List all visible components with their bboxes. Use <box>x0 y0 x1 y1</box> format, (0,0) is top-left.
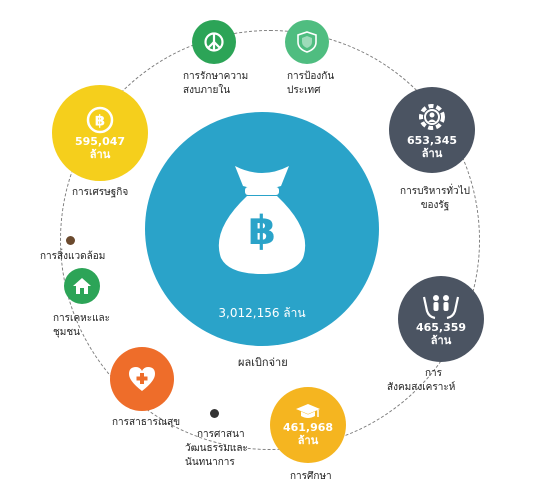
heart-cross-icon <box>129 367 155 391</box>
center-circle: ฿ 3,012,156 ล้าน <box>145 112 379 346</box>
internal-security-circle <box>192 20 236 64</box>
coin-icon: ฿ <box>86 106 114 134</box>
housing-circle <box>64 268 100 304</box>
economic-circle: ฿ 595,047 ล้าน <box>52 85 148 181</box>
defense-circle <box>285 20 329 64</box>
center-caption: ผลเบิกจ่าย <box>238 356 288 369</box>
peace-icon <box>204 32 224 52</box>
graduation-cap-icon <box>296 404 320 418</box>
economic-label: การเศรษฐกิจ <box>72 187 129 198</box>
money-bag-icon <box>218 166 306 274</box>
svg-text:฿: ฿ <box>95 112 105 130</box>
family-hands-icon <box>422 295 460 320</box>
environment-dot <box>66 236 75 245</box>
baht-symbol: ฿ <box>248 208 276 254</box>
housing-label: การเคหะและ ชุมชน <box>53 313 111 338</box>
center-amount: 3,012,156 ล้าน <box>218 306 306 320</box>
religion-culture-dot <box>210 409 219 418</box>
religion-culture-label: การศาสนา วัฒนธรรมและ นันทนาการ <box>185 429 248 468</box>
social-protection-label: การ สังคมสงเคราะห์ <box>387 368 456 393</box>
gear-people-icon <box>419 104 445 130</box>
house-icon <box>73 278 91 294</box>
education-circle: 461,968 ล้าน <box>270 387 346 463</box>
shield-icon <box>297 31 317 53</box>
public-health-label: การสาธารณสุข <box>112 417 181 428</box>
internal-security-label: การรักษาความ สงบภายใน <box>183 71 249 96</box>
general-admin-circle: 653,345 ล้าน <box>389 87 475 173</box>
education-label: การศึกษา <box>290 471 332 482</box>
dashed-ring <box>60 30 480 450</box>
public-health-circle <box>110 347 174 411</box>
defense-label: การป้องกัน ประเทศ <box>287 71 335 96</box>
social-protection-circle: 465,359 ล้าน <box>398 276 484 362</box>
environment-label: การสิ่งแวดล้อม <box>40 251 106 262</box>
general-admin-label: การบริหารทั่วไป ของรัฐ <box>400 186 470 211</box>
